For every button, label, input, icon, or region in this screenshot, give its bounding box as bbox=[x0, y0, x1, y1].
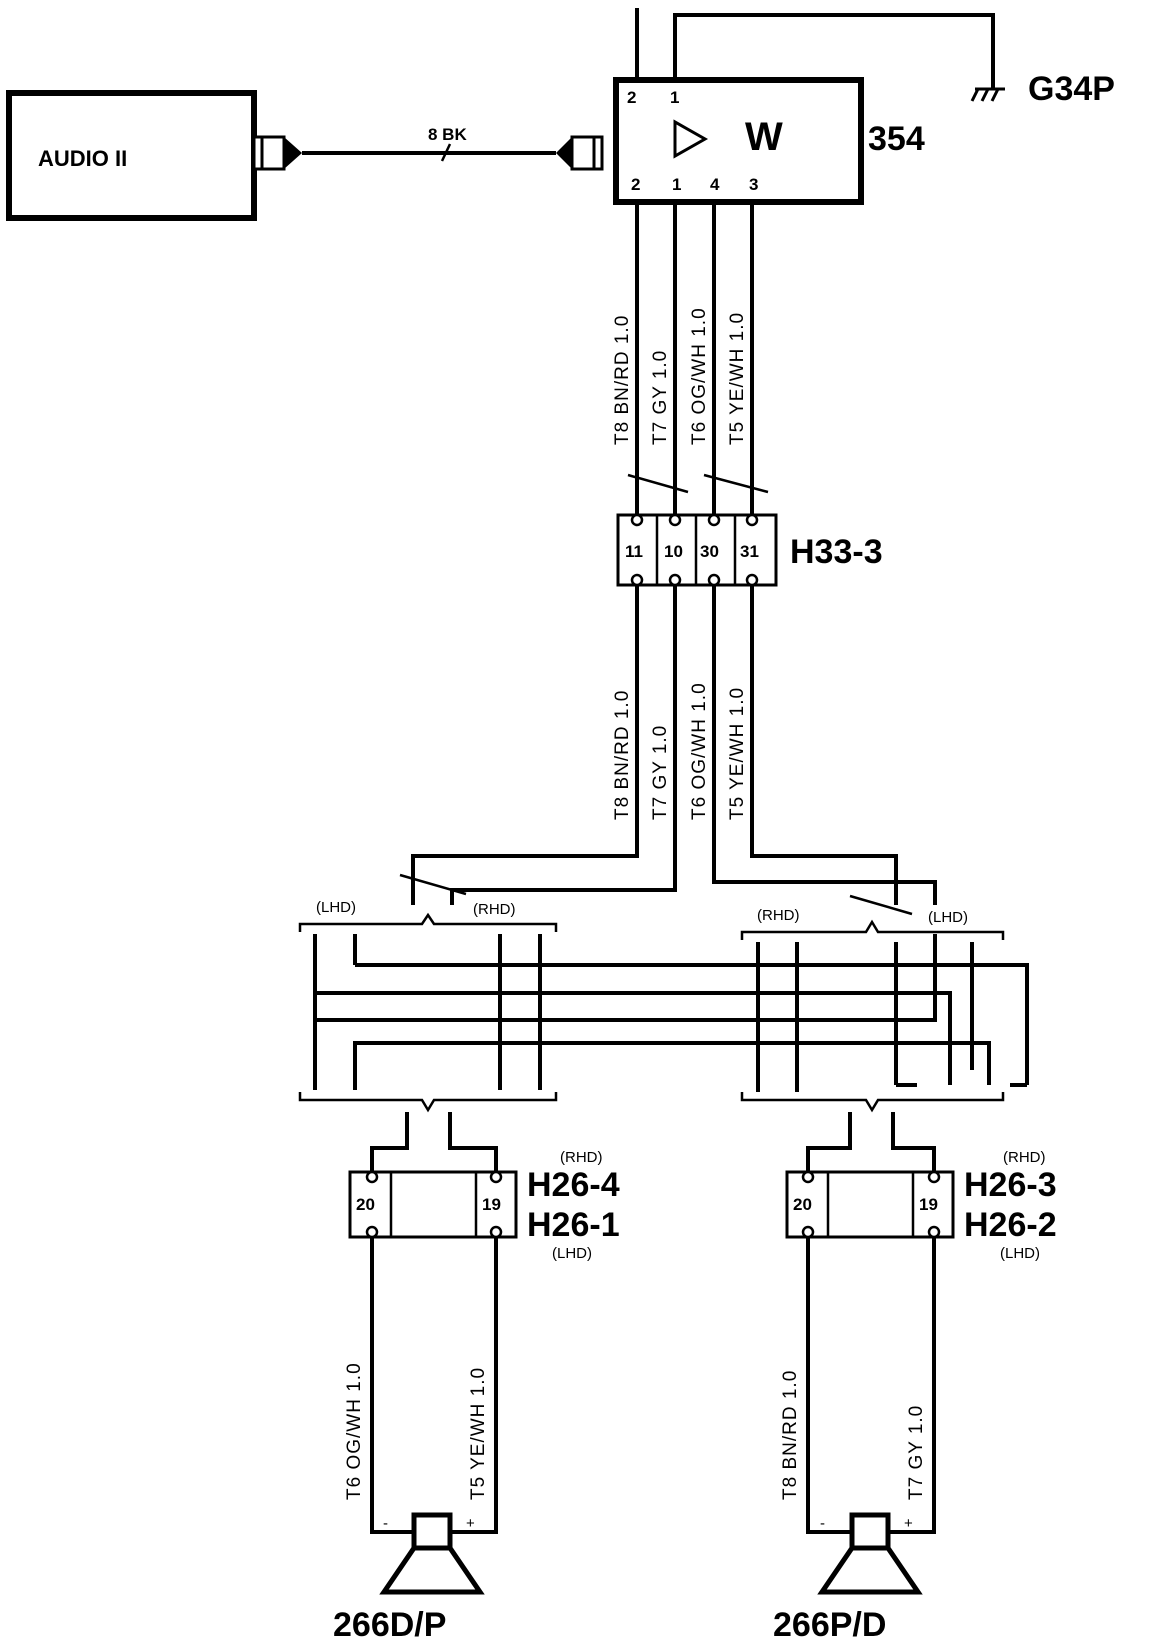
wire-bundle-mark bbox=[849, 894, 913, 916]
wire-right-speaker-neg bbox=[806, 1237, 850, 1534]
right-speaker-plus: + bbox=[904, 1515, 913, 1532]
h26-1-label: H26-1 bbox=[527, 1206, 620, 1244]
amplifier-letter: W bbox=[745, 115, 783, 159]
wire-bundle-mark bbox=[703, 473, 769, 494]
connector-h33-3 bbox=[616, 513, 778, 587]
h33-pin-10: 10 bbox=[664, 542, 683, 561]
amp-pin-b2: 2 bbox=[631, 175, 640, 194]
wire-left-speaker-pos bbox=[452, 1237, 498, 1534]
amp-pin-b4: 4 bbox=[710, 175, 720, 194]
wire-label-right-t8: T8 BN/RD 1.0 bbox=[780, 1370, 801, 1500]
wire-label-t7-lower: T7 GY 1.0 bbox=[650, 725, 671, 820]
wire-t8-lower bbox=[411, 585, 639, 905]
left-rhd-label: (RHD) bbox=[473, 901, 516, 918]
right-h26-feed bbox=[891, 1112, 936, 1172]
ground-id: G34P bbox=[1028, 70, 1115, 108]
cross-wire bbox=[353, 1041, 991, 1090]
audio-unit-label: AUDIO II bbox=[38, 146, 127, 171]
amplifier-id: 354 bbox=[868, 120, 925, 158]
h26-left-pin-20: 20 bbox=[356, 1195, 375, 1214]
wire-t7-lower bbox=[450, 585, 677, 905]
h26-3-label: H26-3 bbox=[964, 1166, 1057, 1204]
h26-3-rhd-label: (RHD) bbox=[1003, 1149, 1046, 1166]
wire-label-right-t7: T7 GY 1.0 bbox=[906, 1405, 927, 1500]
right-rhd-label: (RHD) bbox=[757, 907, 800, 924]
wire-label-t6-upper: T6 OG/WH 1.0 bbox=[689, 307, 710, 445]
h26-2-label: H26-2 bbox=[964, 1206, 1057, 1244]
wire-bundle-mark bbox=[399, 873, 467, 896]
wire-bundle-mark bbox=[627, 473, 689, 494]
h26-left-pin-19: 19 bbox=[482, 1195, 501, 1214]
wire-label-t8-lower: T8 BN/RD 1.0 bbox=[612, 690, 633, 820]
wire-break-mark bbox=[440, 143, 452, 162]
left-lower-brace bbox=[298, 1092, 558, 1113]
h33-pin-31: 31 bbox=[740, 542, 759, 561]
amp-pin-top-1: 1 bbox=[670, 88, 679, 107]
wire-label-t5-lower: T5 YE/WH 1.0 bbox=[727, 687, 748, 820]
h33-pin-30: 30 bbox=[700, 542, 719, 561]
audio-link-label: 8 BK bbox=[428, 125, 467, 144]
left-speaker-minus: - bbox=[383, 1515, 388, 1532]
left-speaker-plus: + bbox=[466, 1515, 475, 1532]
wire-label-left-t6: T6 OG/WH 1.0 bbox=[344, 1362, 365, 1500]
cross-wire bbox=[355, 963, 1029, 1085]
speaker-right-id: 266P/D bbox=[773, 1606, 886, 1644]
speaker-left-id: 266D/P bbox=[333, 1606, 446, 1644]
amp-pin-b1: 1 bbox=[672, 175, 681, 194]
speaker-left-icon bbox=[379, 1512, 485, 1595]
ground-wire bbox=[673, 13, 995, 88]
wire-label-t8-upper: T8 BN/RD 1.0 bbox=[612, 315, 633, 445]
wire-label-t6-lower: T6 OG/WH 1.0 bbox=[689, 682, 710, 820]
wire-label-left-t5: T5 YE/WH 1.0 bbox=[468, 1367, 489, 1500]
right-lhd-label: (LHD) bbox=[928, 909, 968, 926]
h33-pin-11: 11 bbox=[625, 542, 643, 561]
left-h26-feed bbox=[448, 1112, 498, 1172]
connector-h26-right bbox=[785, 1170, 955, 1239]
wire-label-t5-upper: T5 YE/WH 1.0 bbox=[727, 312, 748, 445]
left-lhd-label: (LHD) bbox=[316, 899, 356, 916]
amp-pin-b3: 3 bbox=[749, 175, 758, 194]
h26-4-rhd-label: (RHD) bbox=[560, 1149, 603, 1166]
cross-wire bbox=[315, 934, 937, 1022]
connector-h26-left bbox=[348, 1170, 518, 1239]
h26-1-lhd-label: (LHD) bbox=[552, 1245, 592, 1262]
left-h26-feed bbox=[370, 1112, 409, 1172]
amp-pin-top-2: 2 bbox=[627, 88, 636, 107]
audio-plug-icon bbox=[252, 135, 302, 171]
amplifier-triangle-icon bbox=[673, 119, 709, 159]
wire-t5-lower bbox=[750, 585, 898, 905]
speaker-right-icon bbox=[817, 1512, 923, 1595]
ground-icon bbox=[970, 87, 1005, 102]
wire-t6-lower bbox=[712, 585, 937, 905]
right-speaker-minus: - bbox=[820, 1515, 825, 1532]
right-h26-feed bbox=[806, 1112, 852, 1172]
left-upper-brace bbox=[298, 912, 558, 932]
audio-unit-box bbox=[6, 90, 257, 221]
h26-right-pin-19: 19 bbox=[919, 1195, 938, 1214]
h33-label: H33-3 bbox=[790, 533, 883, 571]
cross-wire bbox=[315, 991, 952, 1085]
amp-socket-icon bbox=[556, 135, 604, 171]
wire-label-t7-upper: T7 GY 1.0 bbox=[650, 350, 671, 445]
amplifier-box bbox=[613, 77, 864, 205]
h26-2-lhd-label: (LHD) bbox=[1000, 1245, 1040, 1262]
wire-left-speaker-neg bbox=[370, 1237, 412, 1534]
right-lower-brace bbox=[740, 1092, 1005, 1113]
h26-right-pin-20: 20 bbox=[793, 1195, 812, 1214]
wire-right-speaker-pos bbox=[890, 1237, 936, 1534]
right-upper-brace bbox=[740, 919, 1005, 940]
h26-4-label: H26-4 bbox=[527, 1166, 620, 1204]
